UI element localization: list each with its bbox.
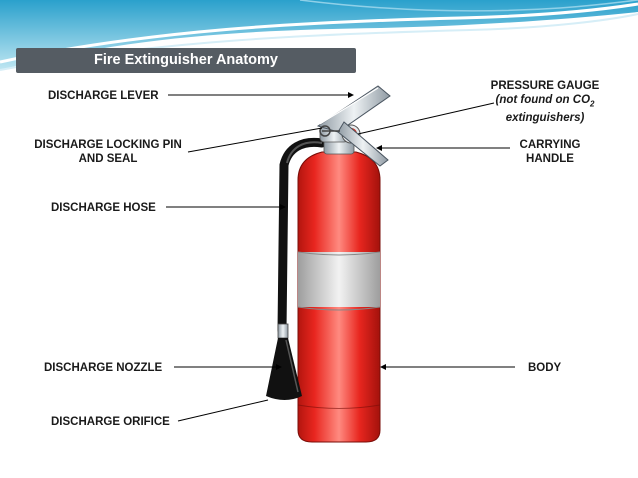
label-pressure-gauge-note-pre: (not found on CO bbox=[495, 94, 591, 106]
label-pressure-gauge-note: (not found on CO2 bbox=[478, 93, 612, 111]
label-discharge-locking-pin: DISCHARGE LOCKING PIN AND SEAL bbox=[28, 138, 188, 166]
label-carrying-handle-line2: HANDLE bbox=[526, 153, 574, 165]
body-band bbox=[298, 252, 380, 307]
label-discharge-locking-pin-line2: AND SEAL bbox=[78, 153, 138, 165]
label-discharge-lever: DISCHARGE LEVER bbox=[48, 90, 159, 102]
label-pressure-gauge-note-sub: 2 bbox=[590, 99, 595, 109]
leader-lines bbox=[166, 94, 515, 422]
carrying-handle bbox=[337, 121, 389, 167]
label-discharge-locking-pin-line1: DISCHARGE LOCKING PIN bbox=[34, 139, 182, 151]
label-discharge-hose: DISCHARGE HOSE bbox=[51, 202, 156, 214]
label-pressure-gauge-note-post: extinguishers) bbox=[505, 112, 585, 125]
discharge-lever bbox=[316, 85, 391, 133]
locking-pin bbox=[319, 125, 340, 137]
label-pressure-gauge-title: PRESSURE GAUGE bbox=[490, 80, 600, 92]
arrowheads bbox=[276, 92, 386, 370]
label-pressure-gauge: PRESSURE GAUGE (not found on CO2 extingu… bbox=[478, 79, 612, 125]
page-title: Fire Extinguisher Anatomy bbox=[94, 52, 278, 68]
label-discharge-nozzle: DISCHARGE NOZZLE bbox=[44, 362, 163, 374]
label-discharge-orifice: DISCHARGE ORIFICE bbox=[51, 416, 170, 428]
label-body: BODY bbox=[528, 362, 562, 374]
discharge-nozzle bbox=[266, 323, 302, 400]
label-carrying-handle: CARRYING HANDLE bbox=[508, 138, 592, 166]
title-bar: Fire Extinguisher Anatomy bbox=[16, 48, 356, 73]
label-carrying-handle-line1: CARRYING bbox=[519, 139, 581, 151]
